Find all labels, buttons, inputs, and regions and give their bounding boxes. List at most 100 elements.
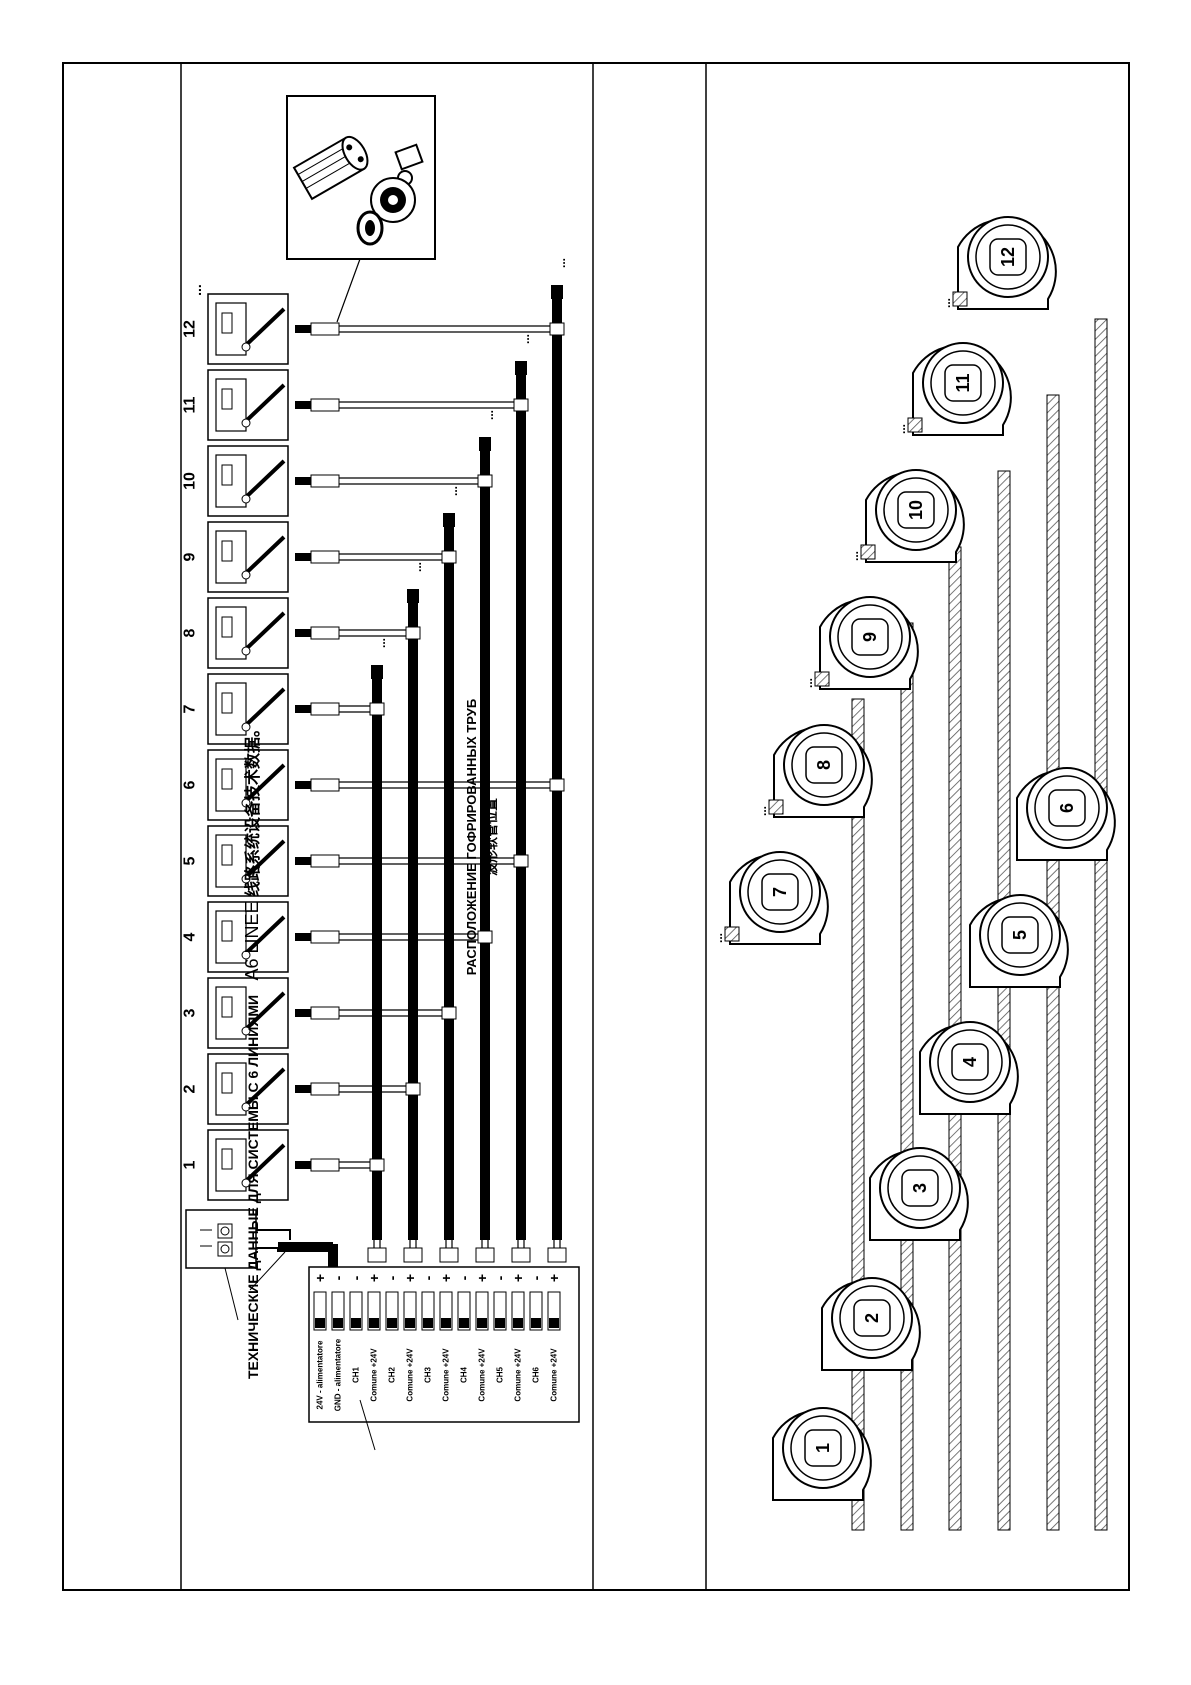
terminal-row: +Comune +24V: [546, 1274, 562, 1402]
terminal-slot: [441, 1318, 451, 1328]
cable-junction: [441, 1006, 457, 1020]
unit-plug: [295, 401, 311, 409]
outlet-continuation: ...: [711, 933, 725, 943]
terminal-row: +Comune +24V: [510, 1274, 526, 1402]
unit-socket: [221, 996, 233, 1018]
terminal-slot: [315, 1318, 325, 1328]
cable-junction: [513, 854, 529, 868]
cable-continuation: ...: [410, 562, 424, 572]
terminal-row: + Comune +24V: [366, 1274, 382, 1402]
unit-number: 2: [182, 1084, 199, 1093]
cable-continuation: ...: [482, 410, 496, 420]
unit-number: 12: [182, 320, 199, 338]
terminal-sign: +: [438, 1274, 454, 1282]
cable-bundle: ...: [439, 486, 460, 1263]
duct-outlet: 12...: [939, 216, 1057, 310]
unit-socket: [221, 388, 233, 410]
unit-terminal: [215, 986, 247, 1040]
outlet-stub: [860, 544, 876, 560]
unit-socket: [221, 540, 233, 562]
unit-probe: [242, 839, 286, 881]
unit-probe: [242, 1067, 286, 1109]
terminal-slot: [369, 1318, 379, 1328]
unit-plug-sleeve: [310, 1082, 340, 1096]
cable-junction: [441, 550, 457, 564]
unit-number: 3: [182, 1008, 199, 1017]
terminal-slot: [513, 1318, 523, 1328]
unit-plug: [295, 477, 311, 485]
wiring-unit: 8: [182, 597, 413, 669]
unit-probe: [242, 459, 286, 501]
outlet-number: 6: [1057, 803, 1077, 813]
wiring-unit: 10: [182, 445, 485, 517]
cable-bundle: ...: [547, 258, 568, 1263]
unit-number: 7: [182, 704, 199, 713]
terminal-sign: +: [546, 1274, 562, 1282]
unit-terminal: [215, 530, 247, 584]
unit-plug: [295, 781, 311, 789]
cable-ferrule: [403, 1247, 423, 1263]
wiring-unit: 5: [182, 825, 521, 897]
unit-terminal: [215, 454, 247, 508]
terminal-label: CH5: [496, 1366, 505, 1383]
outlet-stub: [952, 291, 968, 307]
cable-bundles: ..................: [367, 258, 568, 1263]
unit-plug-sleeve: [310, 550, 340, 564]
unit-terminal: [215, 302, 247, 356]
terminal-slot: [549, 1318, 559, 1328]
unit-terminal: [215, 606, 247, 660]
outlet-center: [851, 618, 889, 656]
terminal-row: -CH3: [420, 1275, 436, 1383]
unit-number: 1: [182, 1160, 199, 1169]
cable-junction: [549, 322, 565, 336]
terminal-label: Comune +24V: [370, 1348, 379, 1402]
cable-ferrule: [475, 1247, 495, 1263]
terminal-row: -CH6: [528, 1275, 544, 1383]
wiring-units: 123456789101112...: [182, 284, 557, 1201]
cable-end-cap: [479, 437, 491, 451]
terminal-row: - GND - alimentatore: [330, 1275, 346, 1411]
cable-junction: [477, 930, 493, 944]
outlet-stub: [814, 671, 830, 687]
unit-probe-tip: [241, 722, 251, 732]
unit-plug-sleeve: [310, 474, 340, 488]
wiring-title: ТЕХНИЧЕСКИЕ ДАННЫЕ ДЛЯ СИСТЕМЫ С 6 ЛИНИЯ…: [241, 450, 263, 1650]
terminal-block: +24V - alimentatore-GND - alimentatore-C…: [308, 1266, 580, 1423]
terminal-label: Comune +24V: [478, 1348, 487, 1402]
terminal-label: CH1: [352, 1366, 361, 1383]
unit-plug-sleeve: [310, 854, 340, 868]
terminal-label: GND - alimentatore: [334, 1338, 343, 1411]
unit-plug-sleeve: [310, 702, 340, 716]
unit-probe-tip: [241, 1178, 251, 1188]
cable-junction: [549, 778, 565, 792]
terminal-sign: -: [384, 1275, 400, 1280]
terminal-sign: -: [492, 1275, 508, 1280]
terminal-sign: +: [474, 1274, 490, 1282]
terminal-row: -CH1: [348, 1275, 364, 1383]
unit-plug: [295, 1009, 311, 1017]
cable-continuation: ...: [446, 486, 460, 496]
unit-socket: [221, 616, 233, 638]
cable-junction: [477, 474, 493, 488]
terminal-sign: +: [366, 1274, 382, 1282]
duct-outlet: 10...: [847, 469, 965, 563]
unit-probe: [242, 1143, 286, 1185]
corrugated-pipe: [900, 622, 914, 1531]
unit-plug-sleeve: [310, 930, 340, 944]
terminal-sign: -: [330, 1275, 346, 1280]
unit-plug: [295, 933, 311, 941]
outlet-center: [901, 1169, 939, 1207]
unit-plug-sleeve: [310, 1006, 340, 1020]
unit-probe-tip: [241, 798, 251, 808]
corrugated-pipe: [1094, 318, 1108, 1531]
duct-outlet: 3: [869, 1147, 969, 1241]
outlet-center: [804, 1429, 842, 1467]
unit-plug-sleeve: [310, 778, 340, 792]
outlet-number: 12: [998, 247, 1018, 267]
cable-bundle: ...: [511, 334, 532, 1263]
outlet-stub: [768, 799, 784, 815]
unit-plug-sleeve: [310, 398, 340, 412]
cable-junction: [405, 626, 421, 640]
unit-plug: [295, 857, 311, 865]
unit-probe-tip: [241, 418, 251, 428]
